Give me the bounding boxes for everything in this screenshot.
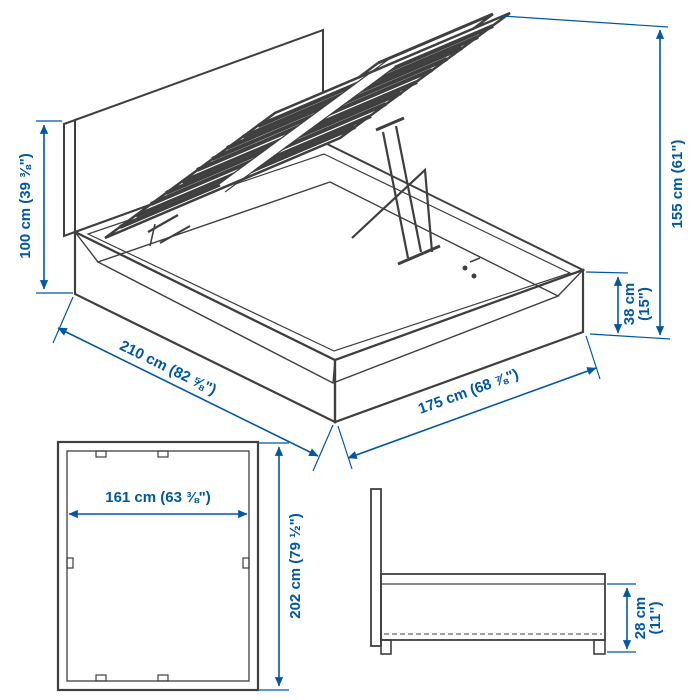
slatted-lid [104, 11, 511, 240]
profile-headboard-post [370, 488, 382, 647]
isometric-bed-drawing: 100 cm (39 ⅜") 210 cm (82 ⅝") 175 cm (68… [17, 11, 686, 472]
lid-hinge [147, 213, 191, 247]
dim-base-height: 38 cm (15") [585, 271, 653, 334]
fitting-screw [462, 265, 468, 271]
dim-length-label: 210 cm (82 ⅝") [117, 337, 219, 399]
profile-leg-right [593, 639, 606, 655]
dim-length: 210 cm (82 ⅝") [52, 296, 334, 472]
lid-handle-bar [357, 12, 494, 79]
profile-leg-left [380, 639, 392, 655]
dim-open-height: 155 cm (61") [501, 15, 686, 340]
dim-width: 175 cm (68 ⅞") [337, 335, 601, 470]
dim-inner-length-label: 202 cm (79 ½") [287, 513, 304, 619]
lid-center-rail [219, 59, 395, 192]
bed-frame-base [72, 140, 586, 424]
lift-mechanism [351, 116, 441, 266]
dim-headboard-height: 100 cm (39 ⅜") [17, 120, 73, 294]
dim-base-height-label-line1: 38 cm [621, 283, 638, 326]
plan-slat-holders [66, 450, 250, 682]
profile-view-drawing: 28 cm (11") [370, 488, 664, 655]
plan-view-drawing: 161 cm (63 ⅜") 202 cm (79 ½") [56, 440, 304, 692]
fitting-screw [471, 273, 477, 279]
dim-headboard-height-label: 100 cm (39 ⅜") [17, 153, 34, 259]
plan-outer-frame [56, 440, 260, 692]
dim-base-height-label-line2: (15") [636, 287, 653, 321]
dim-open-height-label: 155 cm (61") [669, 140, 686, 229]
plan-inner-frame [66, 450, 250, 682]
dim-inner-width: 161 cm (63 ⅜") [68, 489, 248, 519]
dim-inner-width-label: 161 cm (63 ⅜") [105, 489, 211, 506]
profile-side-rail [380, 573, 606, 641]
dim-storage-height-label-line2: (11") [647, 602, 664, 635]
dim-inner-length: 202 cm (79 ½") [258, 442, 304, 691]
dim-storage-height: 28 cm (11") [607, 583, 664, 653]
dim-storage-height-label-line1: 28 cm [632, 597, 649, 640]
